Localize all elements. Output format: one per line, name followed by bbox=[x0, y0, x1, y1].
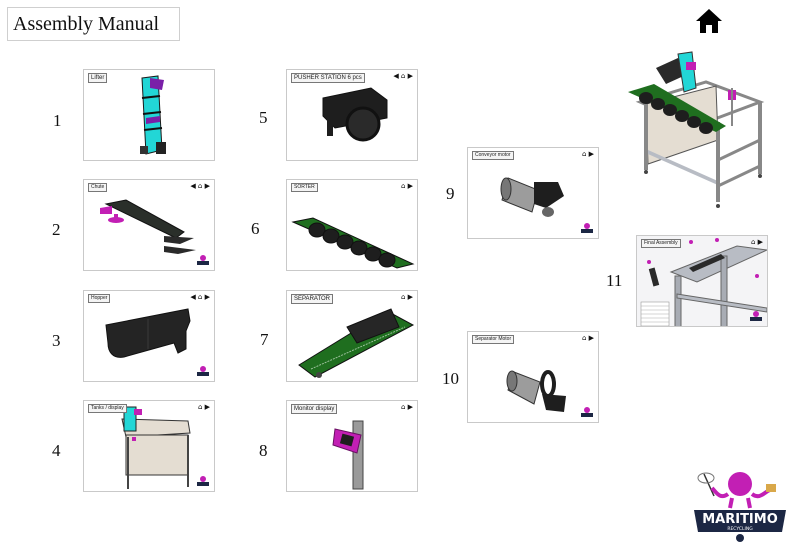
tile-nav-arrows[interactable]: ⌂ ▶ bbox=[750, 238, 763, 246]
tile-nav-arrows[interactable]: ⌂ ▶ bbox=[581, 334, 594, 342]
final-assembly-drawing bbox=[637, 236, 767, 326]
chute-render bbox=[100, 199, 196, 254]
brand-name: MARITIMO bbox=[702, 512, 778, 527]
step-label: SEPARATOR bbox=[291, 294, 334, 304]
tile-nav-arrows[interactable]: ◀ ⌂ ▶ bbox=[190, 182, 210, 190]
step-label: Tanks / display bbox=[88, 404, 127, 413]
maritimo-mini-logo bbox=[197, 366, 209, 376]
step-label: Hopper bbox=[88, 294, 111, 303]
step-label: Monitor display bbox=[291, 404, 338, 414]
machine-overview-render[interactable] bbox=[618, 40, 774, 210]
step-tile-hopper[interactable]: Hopper ◀ ⌂ ▶ bbox=[83, 290, 215, 382]
step-tile-sorter[interactable]: SORTER ⌂ ▶ bbox=[286, 179, 418, 271]
sorter-render bbox=[291, 217, 415, 269]
maritimo-mini-logo bbox=[750, 311, 762, 321]
tank-render bbox=[121, 406, 191, 489]
step-tile-final-assembly[interactable]: Final Assembly ⌂ ▶ bbox=[636, 235, 768, 327]
maritimo-mini-logo bbox=[197, 476, 209, 486]
tile-nav-arrows[interactable]: ⌂ ▶ bbox=[400, 182, 413, 190]
tile-nav-arrows[interactable]: ⌂ ▶ bbox=[197, 403, 210, 411]
maritimo-mini-logo bbox=[581, 223, 593, 233]
step-tile-chute[interactable]: Chute ◀ ⌂ ▶ bbox=[83, 179, 215, 271]
step-tile-pusher-station[interactable]: PUSHER STATION 6 pcs ◀ ⌂ ▶ bbox=[286, 69, 418, 161]
step-number-3: 3 bbox=[52, 331, 61, 350]
step-number-8: 8 bbox=[259, 441, 268, 460]
step-label: PUSHER STATION 6 pcs bbox=[291, 73, 365, 83]
maritimo-mini-logo bbox=[581, 407, 593, 417]
tile-nav-arrows[interactable]: ⌂ ▶ bbox=[581, 150, 594, 158]
step-number-2: 2 bbox=[52, 220, 61, 239]
maritimo-recycling-logo: MARITIMO RECYCLING bbox=[694, 472, 786, 542]
step-tile-tanks[interactable]: Tanks / display ⌂ ▶ bbox=[83, 400, 215, 492]
hopper-render bbox=[105, 308, 191, 358]
step-label: Conveyor motor bbox=[472, 151, 514, 160]
monitor-render bbox=[332, 420, 364, 490]
home-icon[interactable] bbox=[695, 8, 723, 34]
separator-render bbox=[298, 308, 415, 378]
maritimo-mini-logo bbox=[197, 255, 209, 265]
step-tile-conveyor-motor[interactable]: Conveyor motor ⌂ ▶ bbox=[467, 147, 599, 239]
conveyor-motor-render bbox=[500, 177, 564, 217]
page-title: Assembly Manual bbox=[7, 7, 180, 41]
tile-nav-arrows[interactable]: ⌂ ▶ bbox=[400, 293, 413, 301]
step-number-4: 4 bbox=[52, 441, 61, 460]
pusher-station-render bbox=[322, 87, 388, 142]
step-number-5: 5 bbox=[259, 108, 268, 127]
step-label: Final Assembly bbox=[641, 239, 681, 248]
tile-nav-arrows[interactable]: ◀ ⌂ ▶ bbox=[190, 293, 210, 301]
step-label: Chute bbox=[88, 183, 108, 192]
step-tile-separator[interactable]: SEPARATOR ⌂ ▶ bbox=[286, 290, 418, 382]
step-label: Lifter bbox=[88, 73, 108, 83]
tile-nav-arrows[interactable]: ⌂ ▶ bbox=[400, 403, 413, 411]
separator-motor-render bbox=[506, 370, 566, 412]
tile-nav-arrows[interactable]: ◀ ⌂ ▶ bbox=[393, 72, 413, 80]
lifter-render bbox=[140, 75, 166, 155]
step-number-9: 9 bbox=[446, 184, 455, 203]
step-tile-lifter[interactable]: Lifter bbox=[83, 69, 215, 161]
step-tile-separator-motor[interactable]: Separator Motor ⌂ ▶ bbox=[467, 331, 599, 423]
step-tile-monitor-display[interactable]: Monitor display ⌂ ▶ bbox=[286, 400, 418, 492]
step-number-11: 11 bbox=[606, 271, 623, 290]
step-number-6: 6 bbox=[251, 219, 260, 238]
step-number-7: 7 bbox=[260, 330, 269, 349]
step-label: Separator Motor bbox=[472, 335, 515, 344]
step-number-10: 10 bbox=[442, 369, 459, 388]
step-label: SORTER bbox=[291, 183, 318, 192]
step-number-1: 1 bbox=[53, 111, 62, 130]
brand-tagline: RECYCLING bbox=[727, 526, 753, 532]
